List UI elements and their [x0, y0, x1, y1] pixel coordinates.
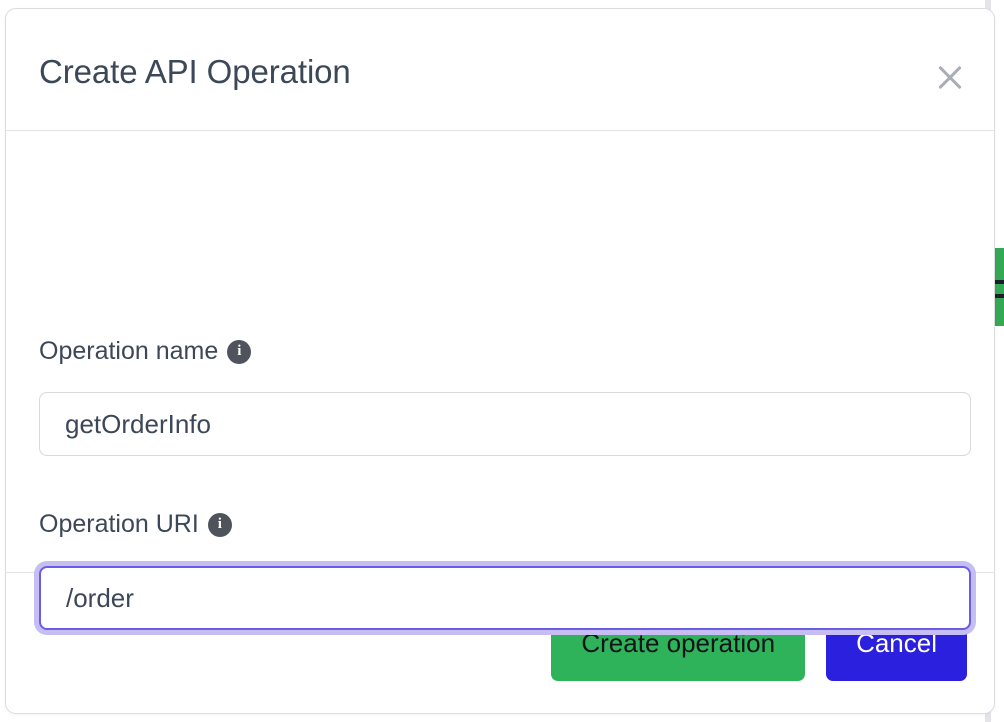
page-title: Create API Operation [39, 53, 351, 90]
info-icon[interactable]: i [227, 339, 252, 364]
operation-name-label: Operation name i [39, 337, 252, 365]
create-api-operation-dialog: Create API Operation Operation name i Op… [5, 8, 995, 714]
info-icon[interactable]: i [207, 512, 232, 537]
close-icon[interactable] [928, 55, 972, 99]
dialog-header: Create API Operation [6, 9, 994, 131]
dialog-body: Operation name i Operation URI i [6, 131, 994, 630]
operation-name-input[interactable] [39, 392, 971, 456]
operation-name-label-text: Operation name [39, 337, 219, 365]
operation-uri-label: Operation URI i [39, 512, 232, 537]
operation-uri-label-text: Operation URI [39, 510, 199, 538]
operation-uri-input[interactable] [39, 566, 971, 630]
